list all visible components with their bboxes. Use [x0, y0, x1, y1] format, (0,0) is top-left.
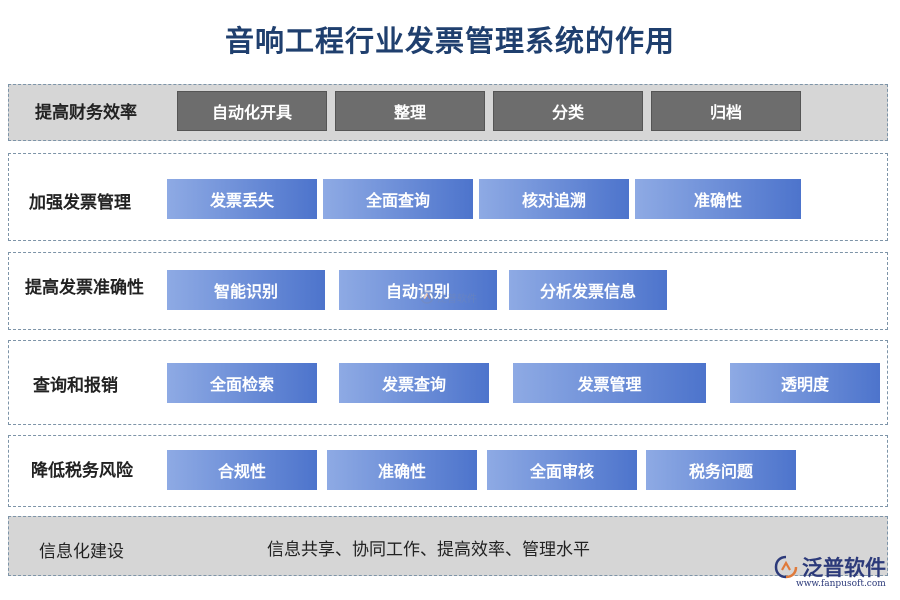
page-title: 音响工程行业发票管理系统的作用 [224, 24, 675, 58]
fanpu-logo-icon [774, 555, 798, 579]
watermark-text: 泛普软件 [437, 293, 477, 305]
tag: 智能识别 [167, 270, 325, 310]
logo-url: www.fanpusoft.com [796, 579, 886, 589]
logo-name: 泛普软件 [802, 556, 886, 580]
tag: 发票查询 [339, 363, 489, 403]
footer-description: 信息共享、协同工作、提高效率、管理水平 [267, 540, 590, 560]
tag: 核对追溯 [479, 179, 629, 219]
tag: 准确性 [327, 450, 477, 490]
panel-invoice-accuracy: 提高发票准确性 智能识别 自动识别 分析发票信息 [8, 252, 888, 330]
tag: 分类 [493, 91, 643, 131]
panel-invoice-management: 加强发票管理 发票丢失 全面查询 核对追溯 准确性 [8, 153, 888, 241]
tag: 全面查询 [323, 179, 473, 219]
tag: 发票管理 [513, 363, 706, 403]
tag: 透明度 [730, 363, 880, 403]
panel-query-reimbursement: 查询和报销 全面检索 发票查询 发票管理 透明度 [8, 340, 888, 425]
brand-logo: 泛普软件 www.fanpusoft.com [770, 548, 895, 596]
tag: 归档 [651, 91, 801, 131]
row-label: 加强发票管理 [29, 193, 131, 213]
tag: 自动识别 [339, 270, 497, 310]
tag: 准确性 [635, 179, 801, 219]
watermark: 泛普软件 [420, 287, 490, 307]
tag: 全面审核 [487, 450, 637, 490]
tag: 全面检索 [167, 363, 317, 403]
tag: 税务问题 [646, 450, 796, 490]
row-label: 查询和报销 [33, 376, 118, 396]
row-label: 降低税务风险 [31, 461, 133, 481]
tag: 合规性 [167, 450, 317, 490]
panel-informatization: 信息化建设 信息共享、协同工作、提高效率、管理水平 [8, 516, 888, 576]
tag: 分析发票信息 [509, 270, 667, 310]
row-label: 信息化建设 [39, 542, 124, 562]
tag: 发票丢失 [167, 179, 317, 219]
tag: 整理 [335, 91, 485, 131]
panel-finance-efficiency: 提高财务效率 自动化开具 整理 分类 归档 [8, 84, 888, 141]
tag: 自动化开具 [177, 91, 327, 131]
panel-tax-risk: 降低税务风险 合规性 准确性 全面审核 税务问题 [8, 435, 888, 507]
row-label: 提高财务效率 [35, 103, 137, 123]
row-label: 提高发票准确性 [25, 278, 144, 298]
fanpu-logo-icon [420, 290, 434, 304]
